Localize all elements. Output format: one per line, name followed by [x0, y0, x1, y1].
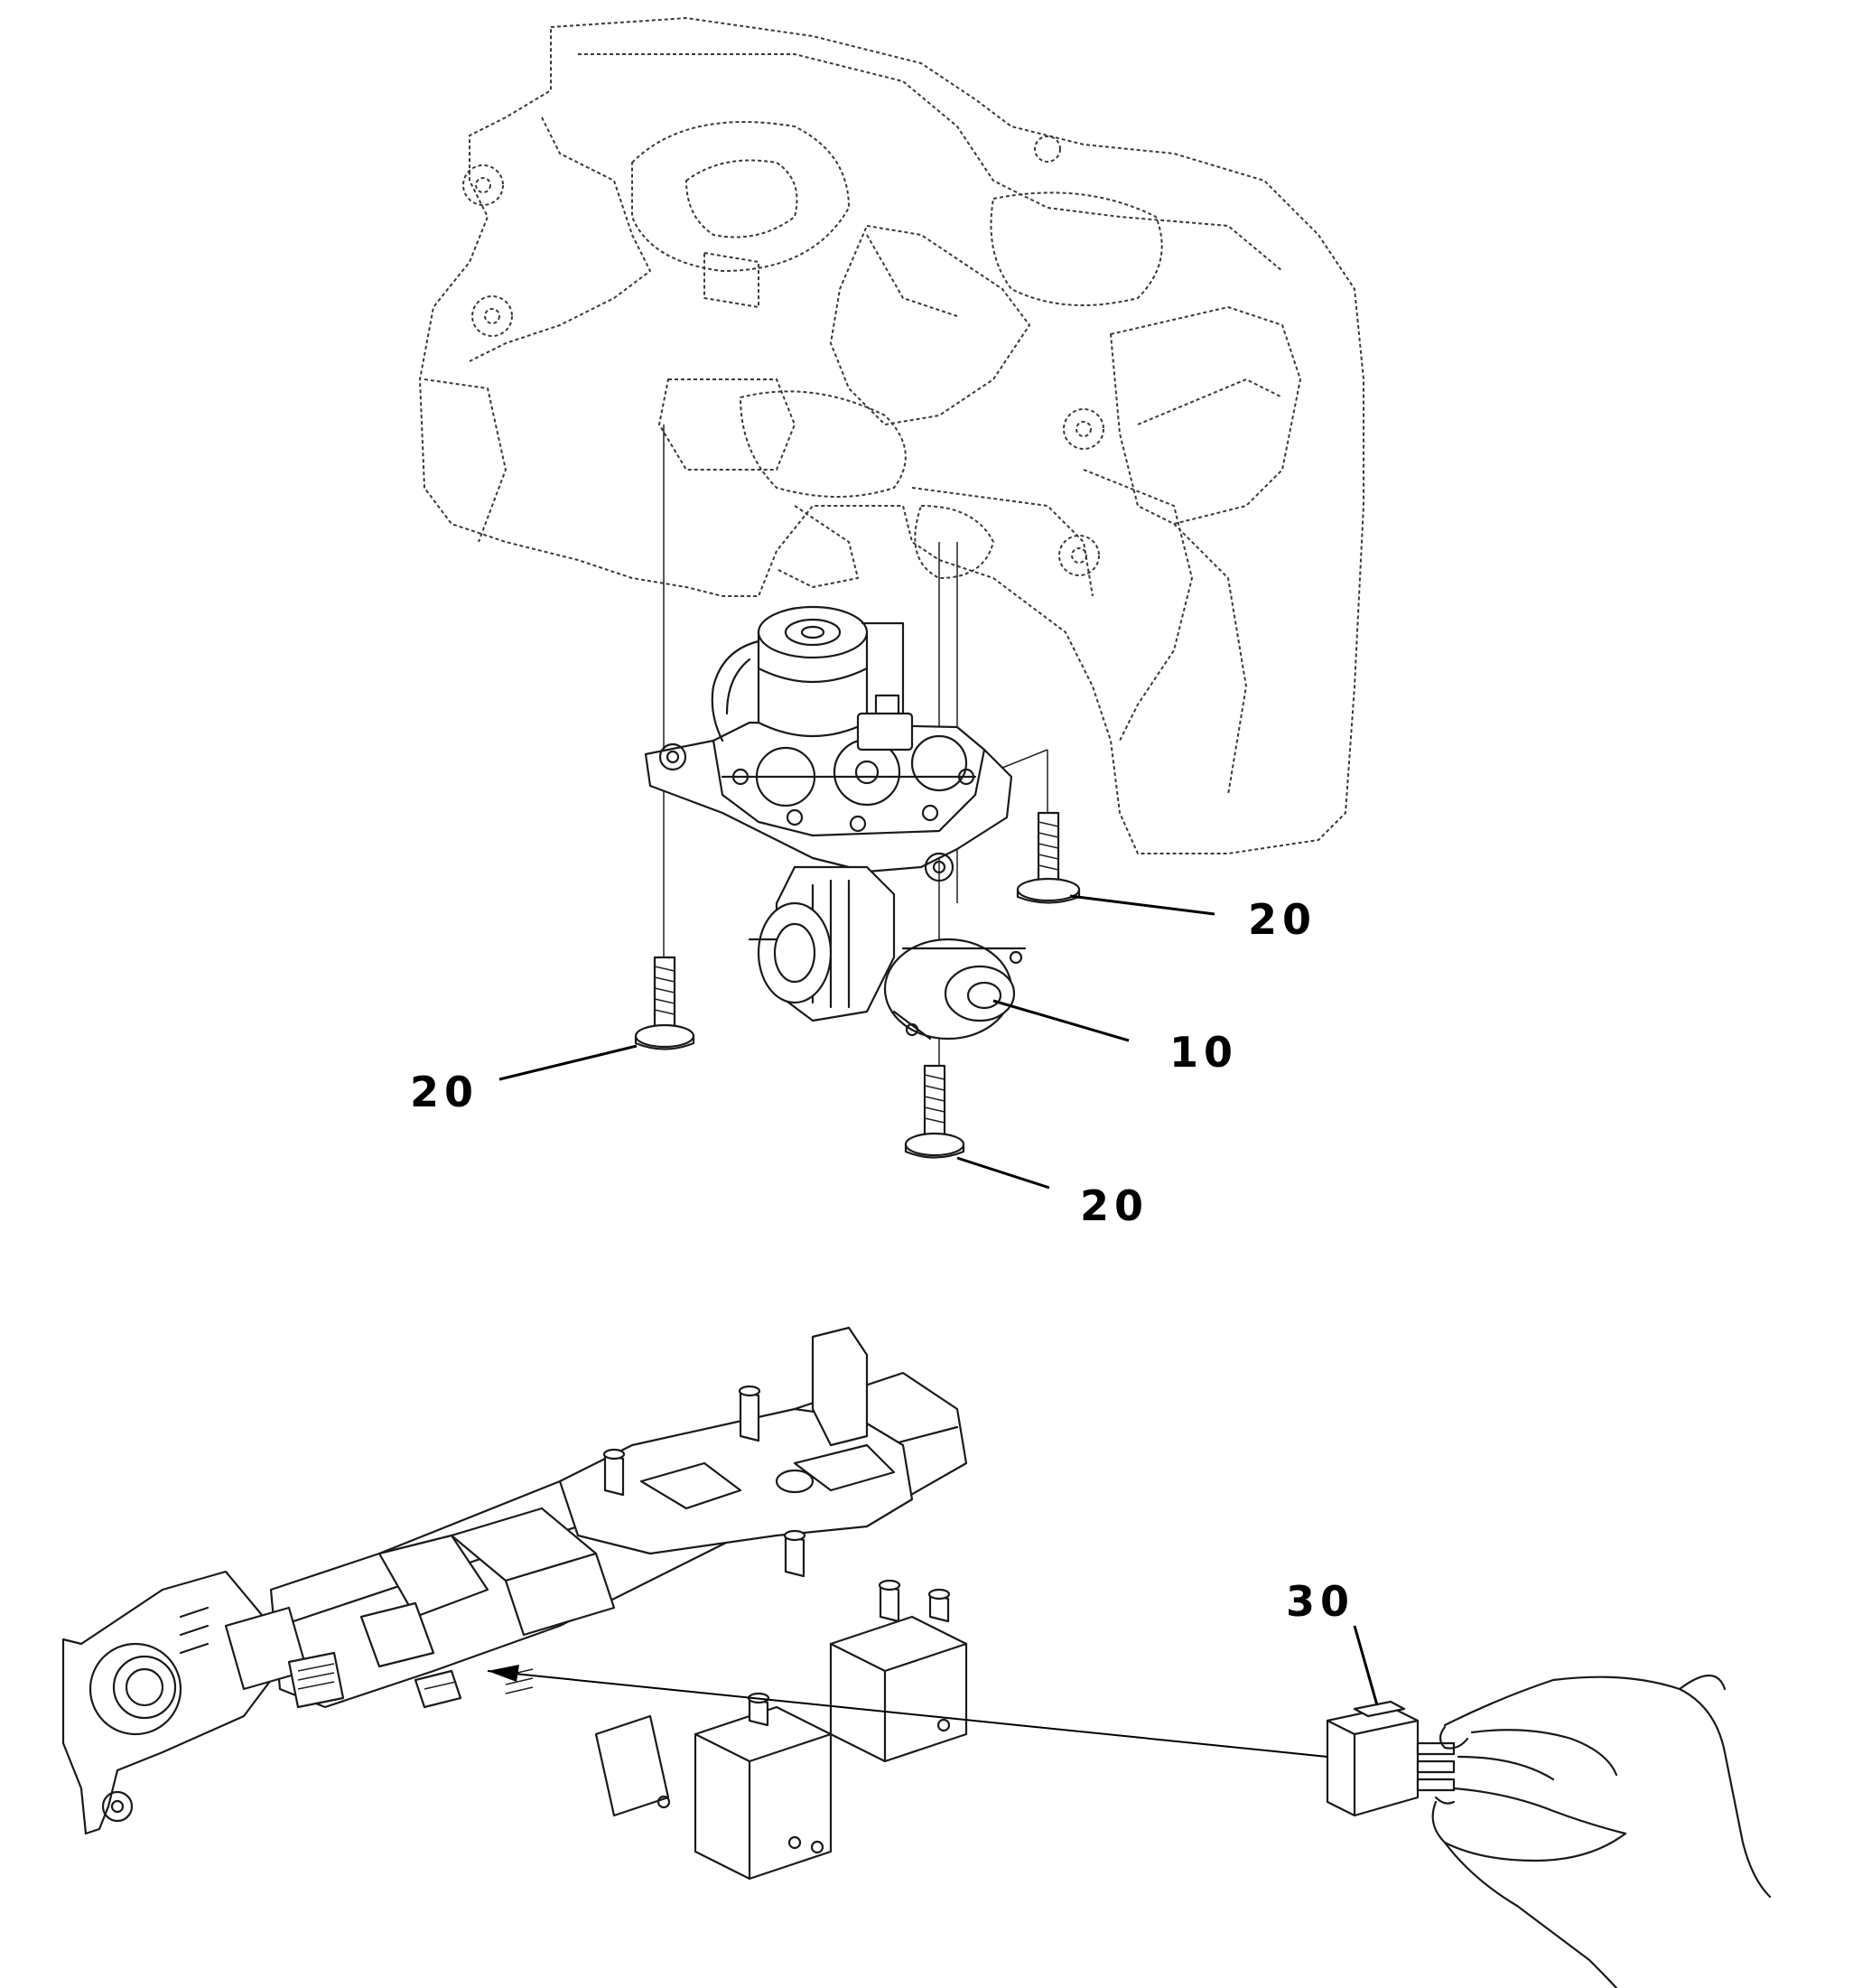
hydraulic-block-icon: [61, 1326, 968, 1881]
gearbox-housing: [419, 17, 1364, 854]
flange-bolt-left-icon: [634, 956, 695, 1050]
callout-20-bottom: 20: [1080, 1181, 1150, 1230]
callout-30: 30: [1286, 1577, 1355, 1626]
leader-lines-upper: [498, 894, 1215, 1190]
callout-10: 10: [1169, 1028, 1239, 1077]
callout-20-right: 20: [1248, 895, 1318, 944]
leader-lines-lower: [487, 1625, 1379, 1758]
callout-20-left: 20: [410, 1068, 480, 1116]
hand-holding-connector-icon: [1326, 1675, 1772, 1988]
flange-bolt-right-icon: [1016, 811, 1081, 904]
clutch-actuator-icon: [644, 605, 1027, 1041]
flange-bolt-bottom-icon: [904, 1064, 965, 1159]
